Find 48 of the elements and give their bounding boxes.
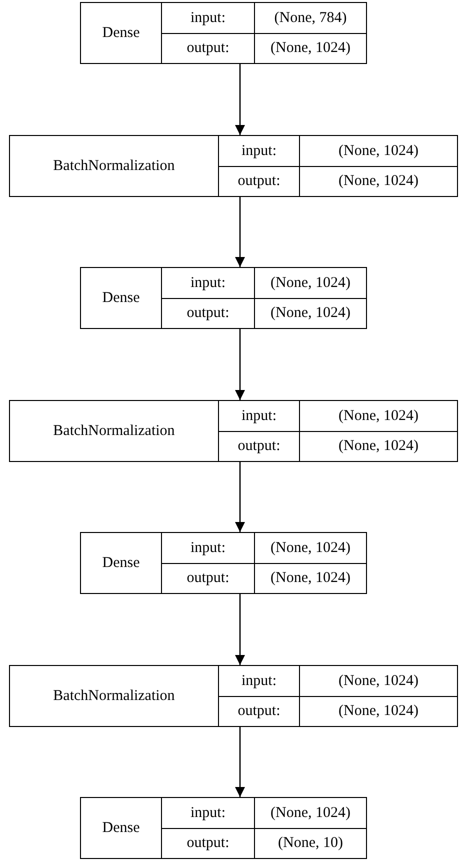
- shape-value: (None, 1024): [270, 304, 350, 323]
- shape-value: (None, 1024): [270, 274, 350, 292]
- arrow: [235, 64, 245, 135]
- layer-name: Dense: [102, 288, 140, 308]
- layer-table: [80, 532, 367, 594]
- port-label: output:: [186, 39, 230, 58]
- port-label: input:: [190, 538, 226, 558]
- shape-value: (None, 1024): [338, 702, 418, 721]
- shape-value: (None, 1024): [338, 172, 418, 191]
- layer-table: [80, 797, 367, 859]
- arrow: [235, 462, 245, 532]
- layer-table: [9, 665, 458, 727]
- shape-value: (None, 1024): [270, 538, 350, 558]
- layer-name: Dense: [102, 554, 140, 573]
- port-label: output:: [186, 834, 230, 853]
- layer-name: Dense: [102, 818, 140, 838]
- layer-name: BatchNormalization: [53, 686, 175, 706]
- layer-name: BatchNormalization: [53, 422, 175, 441]
- shape-value: (None, 1024): [338, 672, 418, 690]
- arrow: [235, 594, 245, 665]
- port-label: input:: [190, 8, 226, 28]
- shape-value: (None, 1024): [338, 437, 418, 456]
- layer-table: [9, 135, 458, 197]
- arrow: [235, 329, 245, 400]
- port-label: input:: [241, 672, 276, 690]
- arrow: [235, 197, 245, 267]
- port-label: output:: [186, 569, 230, 588]
- layer-name: Dense: [102, 24, 140, 43]
- layer-table: [9, 400, 458, 462]
- shape-value: (None, 1024): [270, 39, 350, 58]
- layer-table: [80, 2, 367, 64]
- shape-value: (None, 1024): [338, 406, 418, 426]
- port-label: input:: [241, 406, 276, 426]
- port-label: output:: [238, 172, 280, 191]
- layer-name: BatchNormalization: [53, 156, 175, 176]
- layer-table: [80, 267, 367, 329]
- shape-value: (None, 10): [278, 834, 343, 853]
- port-label: output:: [186, 304, 230, 323]
- port-label: output:: [238, 437, 280, 456]
- shape-value: (None, 1024): [270, 804, 350, 822]
- shape-value: (None, 784): [274, 8, 347, 28]
- shape-value: (None, 1024): [338, 142, 418, 160]
- port-label: input:: [190, 274, 226, 292]
- port-label: input:: [241, 142, 276, 160]
- port-label: output:: [238, 702, 280, 721]
- shape-value: (None, 1024): [270, 569, 350, 588]
- port-label: input:: [190, 804, 226, 822]
- arrow: [235, 727, 245, 797]
